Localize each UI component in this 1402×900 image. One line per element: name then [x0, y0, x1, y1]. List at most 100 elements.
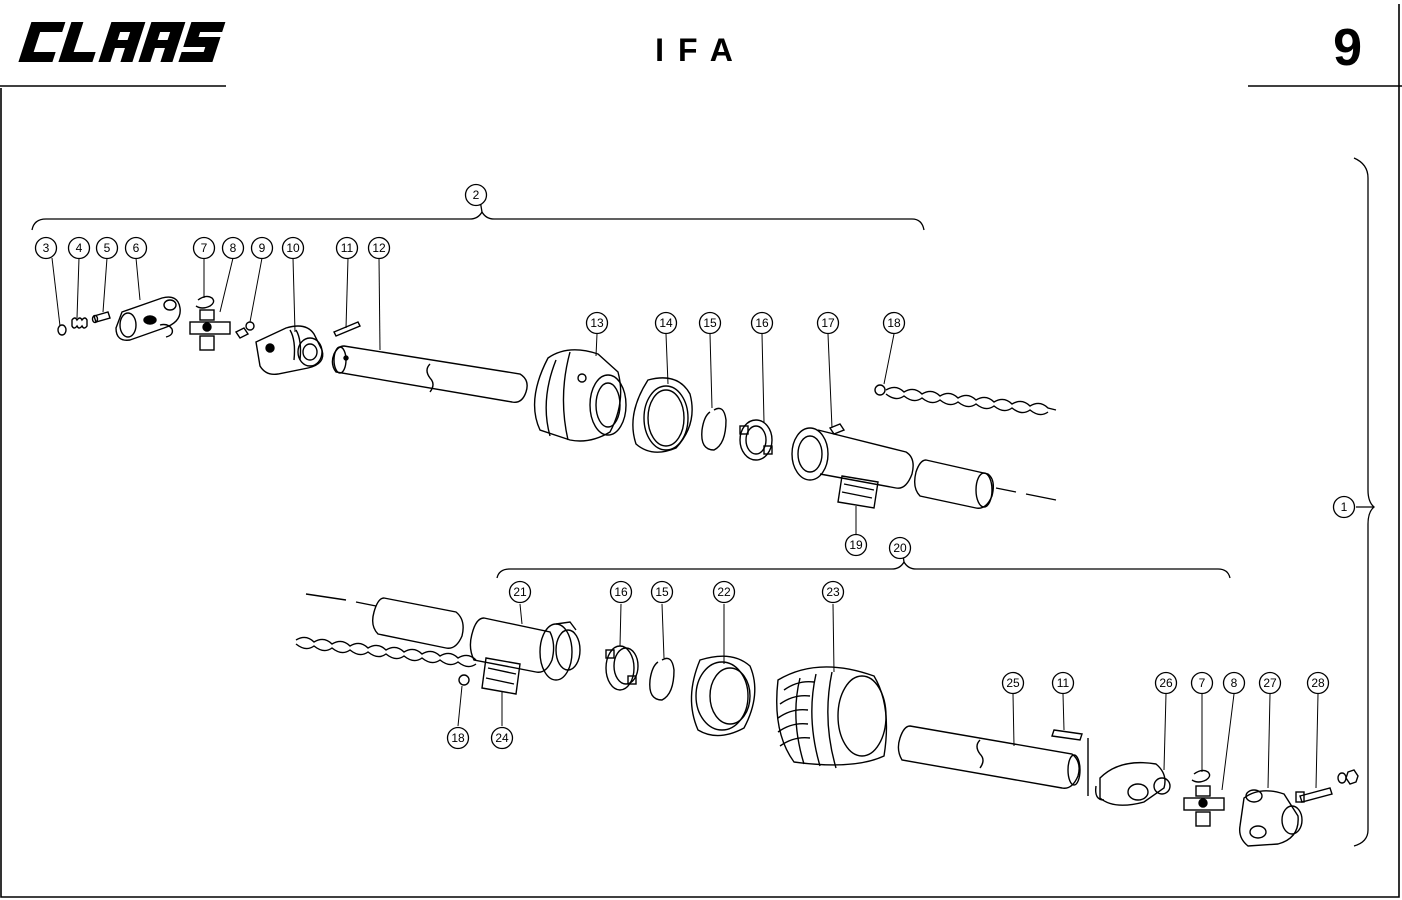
callout-circle: [712, 580, 736, 604]
callout-circle: [1154, 671, 1178, 695]
callout-circle: [821, 580, 845, 604]
part-23-guard-bellows: [776, 666, 888, 769]
callout-c11a: 11: [335, 236, 359, 260]
callout-number: 20: [893, 541, 907, 555]
callout-circle: [1332, 495, 1356, 519]
callout-c25: 25: [1001, 671, 1025, 695]
callout-number: 24: [495, 731, 509, 745]
callout-number: 5: [104, 241, 111, 255]
page-number: 9: [1333, 19, 1362, 77]
callout-c1: 1: [1332, 495, 1356, 519]
callout-number: 16: [614, 585, 628, 599]
part-15-circlip: [701, 407, 727, 451]
part-9-grease-nipple: [234, 321, 255, 339]
page-title: IFA: [655, 32, 747, 68]
lower-shaft-parts: [295, 593, 1359, 847]
callout-c7a: 7: [192, 236, 216, 260]
part-22-bearing-ring: [690, 655, 756, 737]
callout-c20: 20: [888, 536, 912, 560]
callout-c9: 9: [250, 236, 274, 260]
callout-circle: [67, 236, 91, 260]
part-18b-safety-chain: [295, 636, 477, 686]
part-21-outer-guard-tube: [371, 597, 581, 681]
part-19-warning-label: [837, 475, 879, 509]
callout-c3: 3: [34, 236, 58, 260]
part-11-roll-pin: [333, 321, 361, 337]
callout-circle: [508, 580, 532, 604]
callout-number: 19: [849, 538, 863, 552]
callout-number: 27: [1263, 676, 1277, 690]
callout-number: 18: [887, 316, 901, 330]
part-26-sleeve-yoke: [1094, 761, 1171, 806]
callout-circle: [654, 311, 678, 335]
callout-circle: [464, 183, 488, 207]
callout-c22: 22: [712, 580, 736, 604]
callout-number: 14: [659, 316, 673, 330]
callout-circle: [650, 580, 674, 604]
callout-number: 10: [286, 241, 300, 255]
callout-number: 11: [341, 241, 354, 255]
callout-circle: [816, 311, 840, 335]
assembly-brackets: [31, 157, 1376, 847]
callout-circle: [490, 726, 514, 750]
callout-c7b: 7: [1190, 671, 1214, 695]
callout-circle: [281, 236, 305, 260]
callout-c11b: 11: [1051, 671, 1075, 695]
callout-circle: [446, 726, 470, 750]
part-28-bolt-nut: [1295, 769, 1359, 803]
callout-c18b: 18: [446, 726, 470, 750]
callout-number: 8: [230, 241, 237, 255]
callout-number: 15: [655, 585, 669, 599]
callout-c28: 28: [1306, 671, 1330, 695]
callout-c15a: 15: [698, 311, 722, 335]
callout-number: 1: [1341, 500, 1348, 514]
callout-circle: [335, 236, 359, 260]
callout-number: 7: [201, 241, 208, 255]
callout-c12: 12: [367, 236, 391, 260]
callout-circle: [192, 236, 216, 260]
callout-number: 17: [821, 316, 835, 330]
callout-c23: 23: [821, 580, 845, 604]
callout-number: 9: [259, 241, 266, 255]
part-10-sleeve-yoke: [255, 325, 324, 376]
part-18-safety-chain: [874, 384, 1057, 416]
callout-number: 11: [1057, 676, 1070, 690]
callout-c4: 4: [67, 236, 91, 260]
callout-c2: 2: [464, 183, 488, 207]
callout-circle: [1222, 671, 1246, 695]
callout-number: 23: [826, 585, 840, 599]
callout-circle: [609, 580, 633, 604]
callout-circle: [95, 236, 119, 260]
part-14-bearing-ring: [632, 377, 693, 453]
upper-shaft-parts: [57, 295, 1057, 509]
callout-c24: 24: [490, 726, 514, 750]
callout-circle: [888, 536, 912, 560]
callout-number: 4: [76, 241, 83, 255]
callout-c26: 26: [1154, 671, 1178, 695]
part-8b-cross: [1183, 785, 1225, 827]
claas-logo-mark: [18, 22, 226, 62]
callout-circle: [1190, 671, 1214, 695]
callout-number: 15: [703, 316, 717, 330]
callout-number: 16: [755, 316, 769, 330]
callout-circle: [1306, 671, 1330, 695]
callout-c13: 13: [585, 311, 609, 335]
part-16-clamp-ring: [739, 419, 773, 461]
callout-circle: [882, 311, 906, 335]
callout-number: 21: [513, 585, 527, 599]
callout-c18a: 18: [882, 311, 906, 335]
callout-circle: [1001, 671, 1025, 695]
part-8-cross: [189, 309, 231, 351]
callout-circle: [124, 236, 148, 260]
callout-number: 25: [1006, 676, 1020, 690]
part-6-yoke: [115, 296, 181, 341]
callout-circle: [585, 311, 609, 335]
callout-c27: 27: [1258, 671, 1282, 695]
part-16b-clamp-ring: [605, 645, 639, 691]
callout-c16a: 16: [750, 311, 774, 335]
part-11b-roll-pin: [1051, 729, 1089, 796]
callout-number: 8: [1231, 676, 1238, 690]
